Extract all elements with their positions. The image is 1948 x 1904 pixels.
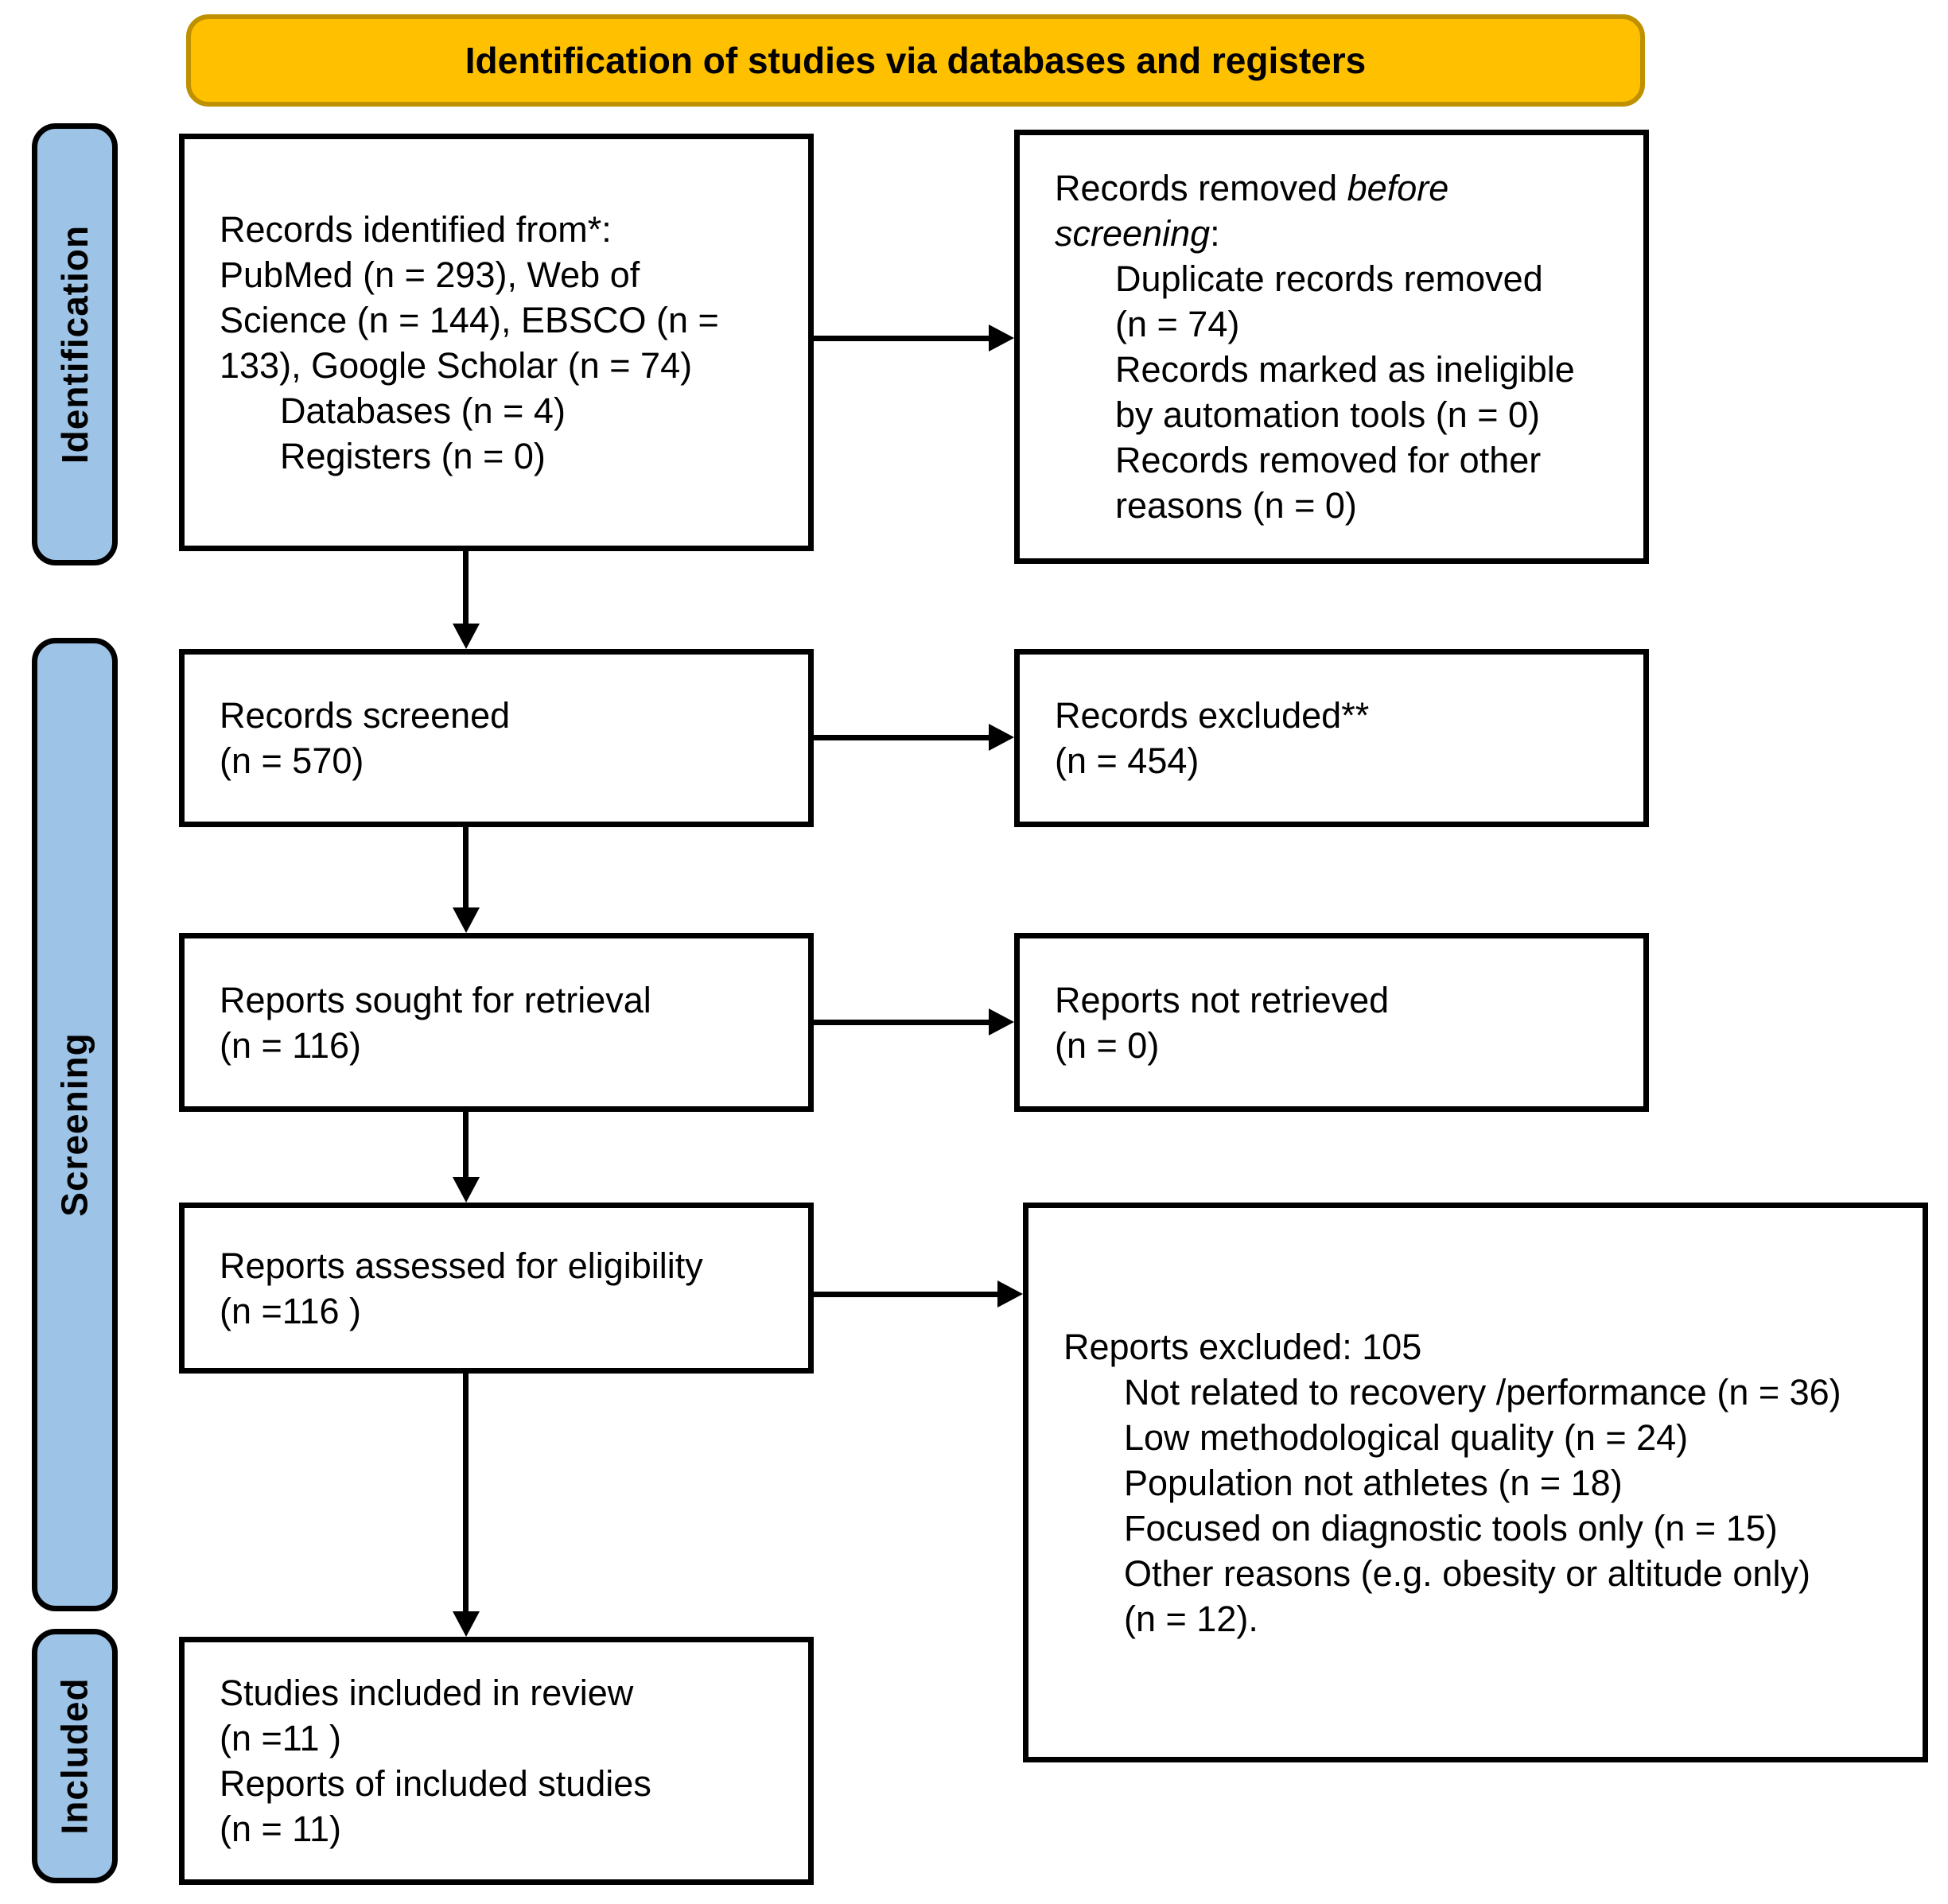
box-records-removed: Records removed before screening: Duplic… <box>1014 130 1649 564</box>
text-line: by automation tools (n = 0) <box>1115 394 1541 435</box>
text-segment: : <box>1210 213 1220 254</box>
text-line: Focused on diagnostic tools only (n = 15… <box>1124 1507 1778 1548</box>
text-line: Databases (n = 4) <box>280 390 566 431</box>
arrow-identified-to-removed-head-icon <box>989 324 1014 352</box>
text-line: (n = 570) <box>220 740 364 781</box>
box-reports-not-retrieved: Reports not retrieved (n = 0) <box>1014 933 1649 1112</box>
text-line: Records removed before <box>1020 165 1643 211</box>
text-line: Other reasons (e.g. obesity or altitude … <box>1124 1552 1810 1594</box>
text-line: Records excluded** <box>1055 695 1370 736</box>
text-line: (n = 74) <box>1115 304 1240 344</box>
text-line: Population not athletes (n = 18) <box>1124 1462 1623 1503</box>
text-line: Studies included in review <box>220 1673 634 1713</box>
arrow-screened-to-excluded-head-icon <box>989 724 1014 751</box>
arrow-assessed-to-included-line <box>463 1373 469 1613</box>
text-segment-italic: before <box>1347 168 1449 208</box>
text-line: Reports of included studies <box>220 1763 651 1804</box>
text-line: Reports not retrieved <box>1055 979 1390 1020</box>
arrow-identified-to-screened-line <box>463 550 469 627</box>
arrow-sought-to-notretrieved-head-icon <box>989 1008 1014 1036</box>
arrow-assessed-to-included-head-icon <box>453 1611 480 1637</box>
text-line: Reports sought for retrieval <box>220 979 651 1020</box>
stage-label-identification-text: Identification <box>54 224 96 464</box>
text-line: (n = 0) <box>1055 1024 1160 1066</box>
text-line: Records screened <box>220 695 511 736</box>
text-line: PubMed (n = 293), Web of <box>220 254 640 295</box>
text-line: (n = 12). <box>1124 1598 1258 1639</box>
text-line: Records identified from*: <box>220 208 612 250</box>
arrow-screened-to-sought-head-icon <box>453 907 480 933</box>
stage-label-identification: Identification <box>32 123 118 565</box>
text-line: screening: <box>1020 211 1643 256</box>
text-line: Reports assessed for eligibility <box>220 1245 703 1286</box>
arrow-screened-to-sought-line <box>463 827 469 911</box>
title-banner-label: Identification of studies via databases … <box>465 40 1367 81</box>
text-line: (n =11 ) <box>220 1718 341 1758</box>
text-line: Duplicate records removed <box>1115 258 1543 299</box>
box-records-excluded: Records excluded** (n = 454) <box>1014 649 1649 827</box>
arrow-assessed-to-excluded-head-icon <box>997 1280 1023 1308</box>
text-line: (n = 116) <box>220 1024 362 1066</box>
box-reports-sought: Reports sought for retrieval (n = 116) <box>179 933 814 1112</box>
text-line: (n =116 ) <box>220 1290 362 1331</box>
stage-label-included-text: Included <box>54 1677 95 1835</box>
text-segment: Records removed <box>1055 168 1347 208</box>
text-line: reasons (n = 0) <box>1115 485 1357 526</box>
text-line: Records removed for other <box>1115 440 1542 480</box>
text-line: Science (n = 144), EBSCO (n = <box>220 299 719 340</box>
text-line: (n = 11) <box>220 1809 341 1849</box>
box-records-identified: Records identified from*: PubMed (n = 29… <box>179 134 814 551</box>
text-line: Records marked as ineligible <box>1115 349 1575 390</box>
box-reports-assessed: Reports assessed for eligibility (n =116… <box>179 1203 814 1374</box>
text-line: 133), Google Scholar (n = 74) <box>220 344 693 386</box>
stage-label-included: Included <box>32 1629 118 1883</box>
title-banner: Identification of studies via databases … <box>186 14 1645 107</box>
text-line: Not related to recovery /performance (n … <box>1124 1371 1841 1412</box>
arrow-sought-to-notretrieved-line <box>813 1020 990 1025</box>
box-studies-included: Studies included in review (n =11 ) Repo… <box>179 1637 814 1885</box>
arrow-identified-to-screened-head-icon <box>453 624 480 649</box>
stage-label-screening-text: Screening <box>54 1032 96 1217</box>
text-line: (n = 454) <box>1055 740 1200 781</box>
text-segment-italic: screening <box>1055 213 1211 254</box>
box-records-screened: Records screened (n = 570) <box>179 649 814 827</box>
stage-label-screening: Screening <box>32 638 118 1611</box>
text-line: Reports excluded: 105 <box>1063 1326 1422 1367</box>
arrow-screened-to-excluded-line <box>813 735 990 740</box>
text-line: Registers (n = 0) <box>280 435 546 476</box>
arrow-assessed-to-excluded-line <box>813 1292 997 1297</box>
text-line: Low methodological quality (n = 24) <box>1124 1416 1689 1458</box>
arrow-identified-to-removed-line <box>813 336 990 341</box>
box-reports-excluded: Reports excluded: 105 Not related to rec… <box>1023 1203 1928 1762</box>
arrow-sought-to-assessed-head-icon <box>453 1177 480 1203</box>
arrow-sought-to-assessed-line <box>463 1112 469 1179</box>
